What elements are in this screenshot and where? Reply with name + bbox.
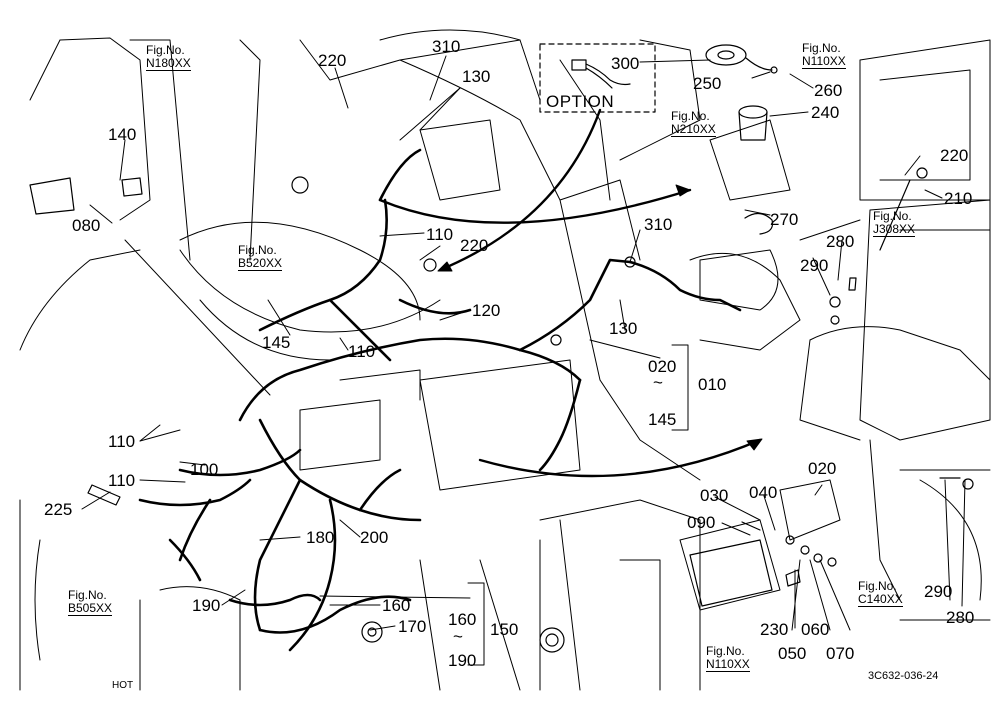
fig-ref-number: J308XX: [873, 222, 916, 237]
part-label-310: 310: [644, 215, 673, 234]
part-label-160: 160: [382, 596, 411, 615]
arrow-to-j308: [478, 438, 762, 478]
fig-ref-c140: Fig.No. C140XX: [858, 580, 903, 607]
fig-ref-j308: Fig.No. J308XX: [873, 209, 916, 237]
part-label-150: 150: [490, 620, 519, 639]
fig-ref-prefix: Fig.No.: [873, 209, 912, 223]
option-label: OPTION: [546, 92, 615, 111]
fig-ref-n110-top: Fig.No. N110XX: [802, 42, 846, 69]
fig-ref-number: B520XX: [238, 256, 283, 271]
fig-ref-number: C140XX: [858, 592, 903, 607]
part-label-140: 140: [108, 125, 137, 144]
fig-ref-n110-bottom: Fig.No. N110XX: [706, 645, 750, 672]
part-label-220: 220: [460, 236, 489, 255]
part-label-110: 110: [426, 225, 454, 244]
part-label-180: 180: [306, 528, 335, 547]
range-tilde: ~: [453, 627, 463, 646]
part-label-110: 110: [108, 432, 136, 451]
part-label-145: 145: [262, 333, 291, 352]
part-label-310: 310: [432, 37, 461, 56]
part-label-280: 280: [946, 608, 975, 627]
arrow-to-n210-head: [675, 184, 691, 197]
fig-ref-n180: Fig.No. N180XX: [146, 44, 191, 71]
part-label-300: 300: [611, 54, 640, 73]
fig-ref-b505: Fig.No. B505XX: [68, 588, 113, 616]
part-label-070: 070: [826, 644, 855, 663]
part-label-290: 290: [924, 582, 953, 601]
fig-ref-n210: Fig.No. N210XX: [671, 110, 716, 137]
arrow-from-option: [438, 108, 602, 272]
part-label-170: 170: [398, 617, 427, 636]
part-label-260: 260: [814, 81, 843, 100]
part-label-220: 220: [318, 51, 347, 70]
part-label-040: 040: [749, 483, 778, 502]
part-label-100: 100: [190, 460, 219, 479]
fig-ref-prefix: Fig.No.: [802, 41, 841, 55]
fig-ref-number: B505XX: [68, 601, 113, 616]
part-label-230: 230: [760, 620, 789, 639]
drawing-code: 3C632-036-24: [868, 670, 939, 682]
part-label-210: 210: [944, 189, 973, 208]
part-label-010: 010: [698, 375, 727, 394]
fig-ref-number: N210XX: [671, 122, 716, 137]
part-label-110: 110: [108, 471, 136, 490]
fig-ref-number: N110XX: [802, 54, 846, 69]
fig-ref-prefix: Fig.No.: [671, 109, 710, 123]
part-label-130: 130: [609, 319, 638, 338]
part-label-225: 225: [44, 500, 73, 519]
part-label-220: 220: [940, 146, 969, 165]
part-label-280: 280: [826, 232, 855, 251]
leader-lines: [81, 55, 966, 666]
arrow-from-option-head: [437, 261, 453, 272]
part-label-190: 190: [192, 596, 221, 615]
part-shapes: [29, 44, 974, 653]
wire-harness: [138, 148, 742, 652]
part-label-250: 250: [693, 74, 722, 93]
fig-ref-prefix: Fig.No.: [238, 243, 277, 257]
fig-ref-prefix: Fig.No.: [68, 588, 107, 602]
part-label-060: 060: [801, 620, 830, 639]
part-label-130: 130: [462, 67, 491, 86]
part-label-145: 145: [648, 410, 677, 429]
range-tilde: ~: [653, 373, 663, 392]
part-label-190: 190: [448, 651, 477, 670]
part-label-080: 080: [72, 216, 101, 235]
part-label-020: 020: [808, 459, 837, 478]
arrow-to-n210: [378, 188, 692, 224]
arrow-to-j308-head: [746, 438, 763, 451]
part-label-050: 050: [778, 644, 807, 663]
part-label-120: 120: [472, 301, 501, 320]
part-label-160: 160: [448, 610, 477, 629]
fig-ref-number: N180XX: [146, 56, 191, 71]
fig-ref-prefix: Fig.No.: [858, 579, 897, 593]
part-label-290: 290: [800, 256, 829, 275]
fig-ref-prefix: Fig.No.: [146, 43, 185, 57]
tractor-outline: [19, 29, 991, 691]
part-label-270: 270: [770, 210, 799, 229]
part-label-020: 020: [648, 357, 677, 376]
fig-ref-prefix: Fig.No.: [706, 644, 745, 658]
part-label-200: 200: [360, 528, 389, 547]
part-label-110: 110: [348, 342, 376, 361]
fig-ref-number: N110XX: [706, 657, 750, 672]
fig-ref-b520: Fig.No. B520XX: [238, 243, 283, 271]
part-label-090: 090: [687, 513, 716, 532]
part-label-240: 240: [811, 103, 840, 122]
hot-label: HOT: [112, 680, 134, 691]
option-box: [539, 43, 656, 113]
option-connector-icon: [571, 59, 631, 89]
part-label-030: 030: [700, 486, 729, 505]
